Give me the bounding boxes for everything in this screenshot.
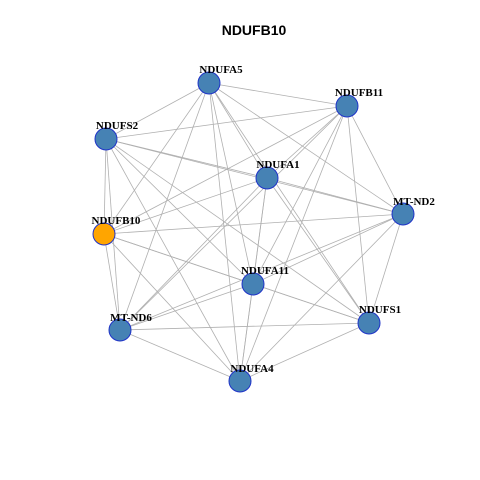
- node-label-ndufa1: NDUFA1: [256, 159, 299, 171]
- node-label-ndufb11: NDUFB11: [335, 87, 383, 99]
- graph-title: NDUFB10: [222, 22, 287, 38]
- edge-ndufa5-ndufs1: [208, 82, 370, 324]
- edge-ndufa11-ndufa4: [239, 283, 254, 382]
- edge-ndufa11-mt-nd6: [119, 283, 254, 331]
- edge-ndufs2-ndufa11: [105, 138, 254, 285]
- edge-ndufb11-ndufs1: [346, 105, 370, 324]
- edge-mt-nd6-ndufa4: [119, 329, 241, 382]
- edge-ndufb11-mt-nd2: [346, 105, 404, 215]
- edge-ndufb11-ndufs2: [105, 105, 348, 140]
- edge-ndufb10-ndufa4: [103, 233, 241, 382]
- node-ndufa4[interactable]: [228, 369, 252, 393]
- edge-ndufs2-ndufs1: [105, 138, 370, 324]
- node-ndufb11[interactable]: [335, 94, 359, 118]
- node-label-ndufa5: NDUFA5: [199, 64, 243, 76]
- edge-mt-nd2-mt-nd6: [119, 213, 404, 331]
- edge-ndufs2-ndufa4: [105, 138, 241, 382]
- edge-ndufa5-ndufa4: [208, 82, 241, 382]
- node-ndufa1[interactable]: [255, 166, 279, 190]
- node-label-mt-nd2: MT-ND2: [393, 196, 435, 208]
- edge-ndufb10-mt-nd6: [103, 233, 121, 331]
- node-ndufb10[interactable]: [92, 222, 116, 246]
- node-label-ndufs1: NDUFS1: [359, 304, 401, 316]
- edge-ndufa1-ndufs1: [266, 177, 370, 324]
- edge-ndufb11-ndufa11: [252, 105, 348, 285]
- edge-ndufa5-ndufb11: [208, 82, 348, 107]
- edge-ndufs2-ndufb10: [103, 138, 107, 235]
- edge-ndufb11-ndufa4: [239, 105, 348, 382]
- nodes-layer: [92, 71, 415, 393]
- node-label-mt-nd6: MT-ND6: [110, 312, 152, 324]
- node-label-ndufa4: NDUFA4: [230, 363, 274, 375]
- node-ndufs1[interactable]: [357, 311, 381, 335]
- edge-ndufa5-ndufa1: [208, 82, 268, 179]
- edge-ndufa5-mt-nd6: [119, 82, 210, 331]
- edge-ndufb11-ndufa1: [266, 105, 348, 179]
- edge-ndufa5-ndufb10: [103, 82, 210, 235]
- node-ndufa11[interactable]: [241, 272, 265, 296]
- edge-ndufa5-mt-nd2: [208, 82, 404, 215]
- labels-layer: NDUFA5NDUFB11NDUFS2NDUFA1MT-ND2NDUFB10ND…: [92, 64, 436, 375]
- edge-mt-nd2-ndufs1: [368, 213, 404, 324]
- edge-ndufa1-mt-nd6: [119, 177, 268, 331]
- edge-mt-nd2-ndufa11: [252, 213, 404, 285]
- edge-ndufs1-ndufa4: [239, 322, 370, 382]
- edge-mt-nd2-ndufb10: [103, 213, 404, 235]
- edge-ndufa1-ndufb10: [103, 177, 268, 235]
- edge-ndufs2-mt-nd2: [105, 138, 404, 215]
- node-label-ndufb10: NDUFB10: [92, 215, 141, 227]
- edges-layer: [103, 82, 404, 382]
- edge-ndufs1-mt-nd6: [119, 322, 370, 331]
- edge-ndufa1-mt-nd2: [266, 177, 404, 215]
- edge-mt-nd2-ndufa4: [239, 213, 404, 382]
- node-ndufa5[interactable]: [197, 71, 221, 95]
- node-label-ndufa11: NDUFA11: [241, 265, 289, 277]
- node-ndufs2[interactable]: [94, 127, 118, 151]
- edge-ndufb11-ndufb10: [103, 105, 348, 235]
- edge-ndufa11-ndufs1: [252, 283, 370, 324]
- node-label-ndufs2: NDUFS2: [96, 120, 139, 132]
- node-mt-nd6[interactable]: [108, 318, 132, 342]
- node-mt-nd2[interactable]: [391, 202, 415, 226]
- edge-ndufa5-ndufa11: [208, 82, 254, 285]
- edge-ndufa5-ndufs2: [105, 82, 210, 140]
